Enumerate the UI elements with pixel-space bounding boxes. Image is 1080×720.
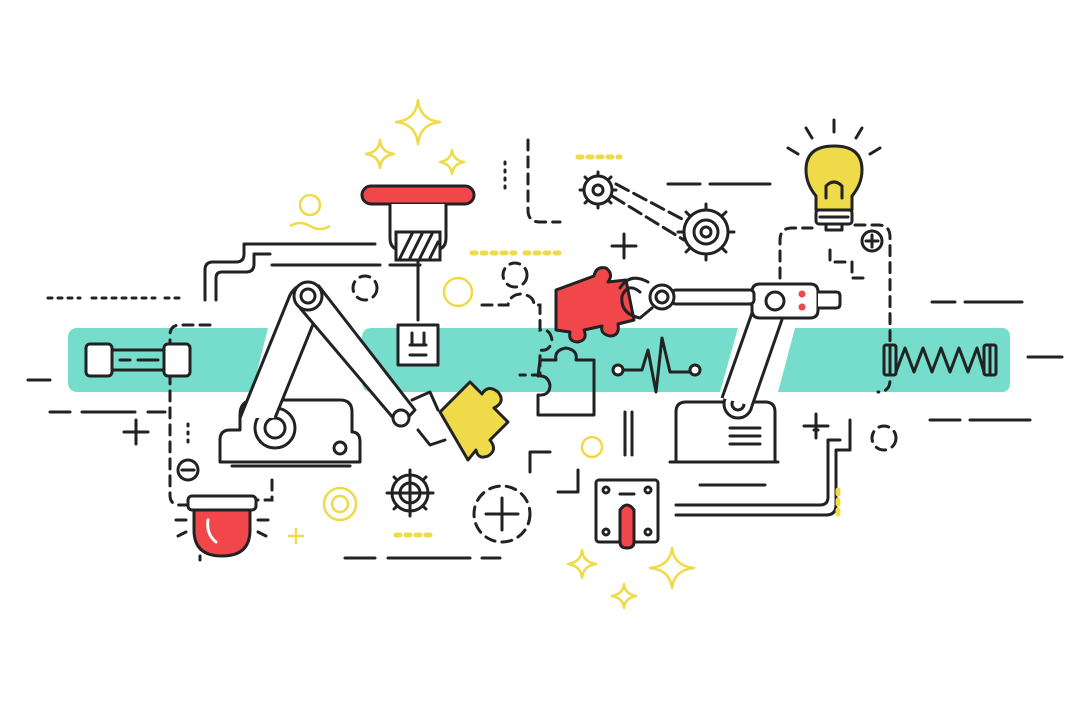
- yellow-circle-decorations: [288, 193, 604, 544]
- sparkle-icon: [648, 546, 696, 590]
- dashed-circle-icon: [501, 261, 529, 289]
- puzzle-piece-yellow-icon: [438, 380, 510, 462]
- toggle-switch-icon: [594, 478, 660, 550]
- heartbeat-icon: [611, 336, 702, 394]
- crosshair-plus-icon: [472, 484, 532, 544]
- plus-icon: [802, 412, 830, 440]
- spring-icon: [882, 343, 998, 377]
- alarm-lamp-icon: [174, 494, 270, 562]
- decorative-lines: [26, 138, 1064, 560]
- gear-icon: [676, 202, 736, 262]
- plus-icon: [860, 229, 884, 253]
- sparkle-icon: [364, 138, 396, 170]
- puzzle-outline-icon: [480, 292, 596, 417]
- plus-icon: [122, 418, 150, 446]
- press-piston-icon: [360, 184, 476, 367]
- plus-icon: [610, 232, 638, 260]
- gear-icon: [385, 468, 435, 518]
- dashed-circle-icon: [870, 424, 898, 452]
- conveyor-band-right: [778, 328, 1010, 392]
- sparkle-icon: [394, 98, 442, 146]
- sparkle-icon: [566, 548, 598, 580]
- fuse-icon: [84, 342, 192, 378]
- minus-icon: [176, 458, 200, 482]
- sparkle-icon: [438, 148, 466, 176]
- dashed-circle-icon: [351, 274, 379, 302]
- sparkle-icon: [610, 582, 638, 610]
- robot-arm-right-icon: [618, 276, 842, 464]
- gear-icon: [578, 170, 618, 210]
- light-bulb-icon: [786, 118, 882, 232]
- robot-arm-left-icon: [218, 280, 447, 468]
- puzzle-piece-red-icon: [554, 266, 636, 344]
- gear-belt: [610, 182, 686, 242]
